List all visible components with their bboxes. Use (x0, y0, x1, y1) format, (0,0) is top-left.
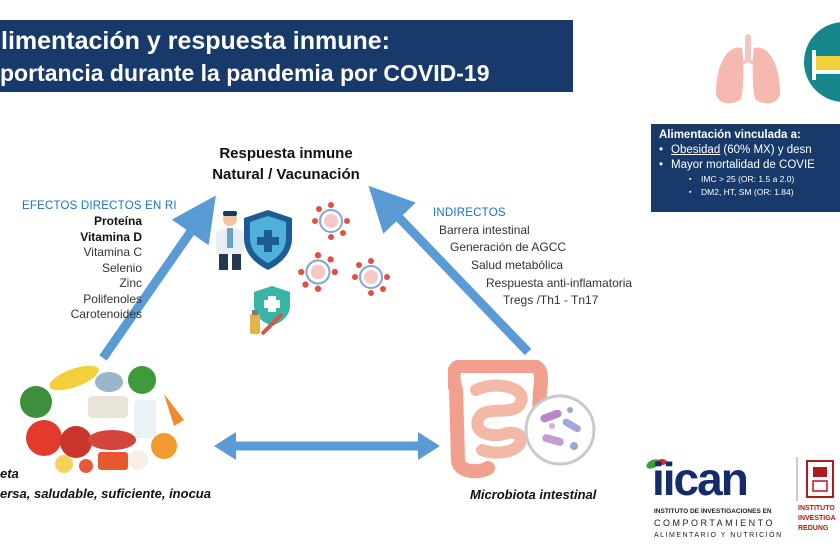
immune-response-title: Respuesta inmune Natural / Vacunación (196, 143, 376, 185)
obesity-term: Obesidad (671, 144, 721, 156)
hospital-bed-icon (804, 22, 840, 102)
info-box-heading: Alimentación vinculada a: (659, 129, 801, 141)
ican-line-3: ALIMENTARIO Y NUTRICIÓN (654, 532, 783, 539)
direct-item: Polifenoles (83, 291, 142, 306)
bacteria-icon (524, 394, 596, 466)
title-banner (0, 20, 573, 92)
indirect-item: Barrera intestinal (439, 223, 530, 237)
diet-sublabel: ersa, saludable, suficiente, inocua (0, 486, 211, 501)
direct-effects-heading: EFECTOS DIRECTOS EN RI (22, 200, 177, 212)
arrow-microbiota-to-immune (368, 185, 532, 356)
direct-item: Zinc (119, 276, 142, 290)
doctor-icon (216, 211, 244, 270)
info-bullet-obesity: Obesidad (60% MX) y desn (659, 143, 840, 158)
leaf-icon (646, 459, 667, 469)
direct-item: Vitamina D (80, 229, 142, 244)
microbiota-label: Microbiota intestinal (470, 487, 597, 502)
direct-item: Vitamina C (83, 245, 142, 259)
info-box: Alimentación vinculada a: Obesidad (60% … (651, 124, 840, 212)
institute-line-3: REDUNG (798, 525, 829, 532)
intestine-icon (448, 360, 548, 479)
institute-line-2: INVESTIGA (798, 515, 836, 522)
institute-logo: INSTITUTO INVESTIGA REDUNG (795, 455, 840, 550)
info-box-list: Obesidad (60% MX) y desn Mayor mortalida… (659, 143, 840, 199)
title-line-2: portancia durante la pandemia por COVID-… (0, 60, 490, 86)
indirect-item: Salud metabólica (471, 258, 564, 272)
obesity-rest: (60% MX) y desn (720, 144, 812, 156)
virus-icon (298, 252, 338, 292)
lungs-icon (716, 34, 780, 104)
ican-line-1: INSTITUTO DE INVESTIGACIONES EN (654, 508, 772, 515)
ican-logo: iican INSTITUTO DE INVESTIGACIONES EN CO… (640, 450, 790, 545)
info-sub-imc: IMC > 25 (OR: 1.5 a 2.0) (659, 173, 840, 186)
indirect-heading: INDIRECTOS (433, 207, 506, 219)
seal-icon (796, 457, 834, 501)
immune-response-line-1: Respuesta inmune (219, 145, 353, 162)
title-line-1: limentación y respuesta inmune: (1, 27, 390, 55)
shield-icon (244, 210, 292, 270)
direct-item: Proteína (93, 214, 142, 228)
virus-icon (352, 258, 390, 296)
direct-item: Carotenoides (70, 307, 142, 321)
food-icon (20, 365, 184, 473)
indirect-item: Generación de AGCC (450, 240, 567, 254)
ican-wordmark: iican (652, 453, 749, 505)
vaccine-icon (250, 286, 290, 336)
indirect-item: Tregs /Th1 - Tn17 (503, 293, 599, 307)
virus-icon (312, 202, 350, 240)
direct-item: Selenio (101, 260, 142, 275)
diet-label: eta (0, 466, 19, 481)
ican-line-2: COMPORTAMIENTO (654, 518, 776, 528)
info-bullet-mortality: Mayor mortalidad de COVIE (659, 158, 840, 173)
immune-response-line-2: Natural / Vacunación (212, 166, 360, 183)
indirect-item: Respuesta anti-inflamatoria (486, 276, 633, 290)
direct-effects-list: Proteína Vitamina D Vitamina C Selenio Z… (20, 214, 142, 323)
info-sub-dm2: DM2, HT, SM (OR: 1.84) (659, 186, 840, 199)
arrow-diet-to-immune (99, 195, 216, 361)
institute-line-1: INSTITUTO (798, 505, 835, 512)
